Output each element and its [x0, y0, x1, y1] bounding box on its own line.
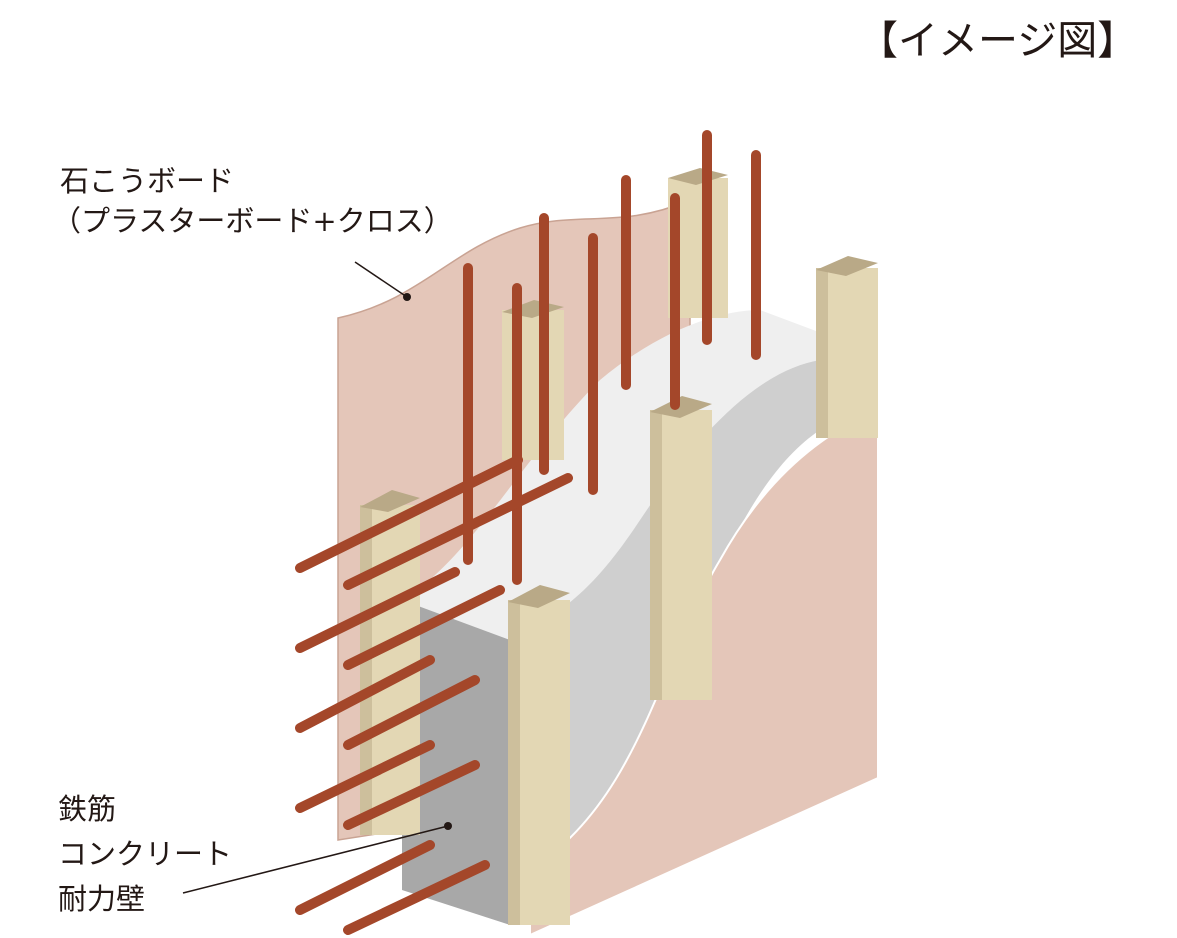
- gypsum-leader-dot: [403, 293, 411, 301]
- stud: [816, 256, 878, 438]
- stud: [650, 396, 712, 700]
- image-title: 【イメージ図】: [858, 18, 1138, 64]
- stud: [502, 300, 564, 460]
- rc-leader-line: [182, 825, 449, 894]
- rc-label-line3: 耐力壁: [58, 882, 146, 916]
- rc-leader-dot: [444, 822, 452, 830]
- rc-label-line2: コンクリート: [58, 837, 233, 871]
- gypsum-label-line2: （プラスターボード+クロス）: [52, 204, 453, 238]
- stud: [360, 490, 420, 835]
- rebars: [295, 130, 761, 935]
- gypsum-label-line1: 石こうボード: [60, 164, 235, 198]
- stud: [508, 585, 570, 925]
- concrete-top-surface: [402, 310, 840, 640]
- gypsum-leader-line: [354, 261, 408, 298]
- rc-label-line1: 鉄筋: [58, 792, 117, 826]
